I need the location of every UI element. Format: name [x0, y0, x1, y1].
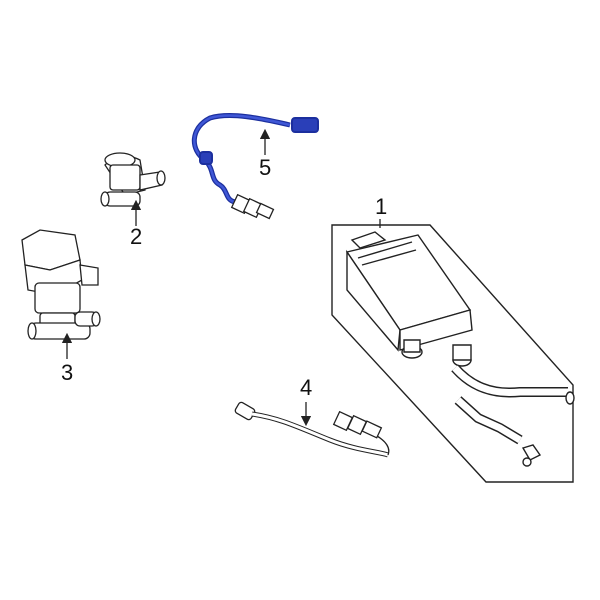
callout-arrows: [61, 128, 381, 427]
callout-5-label: 5: [259, 155, 271, 180]
callout-2-label: 2: [130, 224, 142, 249]
part-2-valve: [101, 153, 165, 206]
part-5-sensor-highlighted: [194, 116, 318, 219]
part-3-valve-assembly: [22, 230, 100, 339]
part-4-sensor: [234, 401, 389, 455]
callout-1-label: 1: [375, 194, 387, 219]
callout-4-label: 4: [300, 375, 312, 400]
callout-3-label: 3: [61, 360, 73, 385]
part-1-canister-box: [332, 225, 574, 482]
